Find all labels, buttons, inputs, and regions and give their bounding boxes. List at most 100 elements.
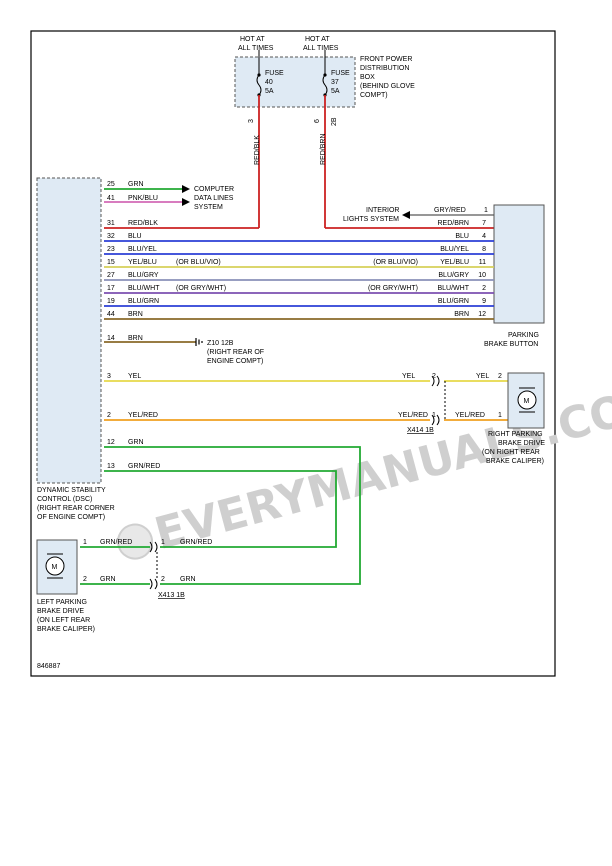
ground-label-3: ENGINE COMPT) [207,358,263,365]
bus-wire-left-pin: 31 [107,220,115,227]
fuse40-icon [256,74,262,96]
bus-wire-left-pin: 15 [107,259,115,266]
fuse37-rating: 5A [331,88,340,95]
right-motor-icon [517,390,537,410]
ground-color: BRN [128,335,143,342]
bus-wire-alt-right: (OR BLU/VIO) [373,259,418,266]
fuse40-pin: 3 [248,119,255,123]
connector-x414: X414 1B [407,427,434,434]
computer-pin-25: 25 [107,181,115,188]
bus-wire-right-pin: 8 [482,246,486,253]
fuse40-rating: 5A [265,88,274,95]
right-drive-label-1: RIGHT PARKING [488,431,543,438]
fuse37-connector: 2B [331,117,338,126]
connector-x413-icon [149,541,158,590]
fuse37-icon [322,74,328,96]
fuse37-number: 37 [331,79,339,86]
yel-conn-pin: 2 [432,373,436,380]
bus-wire-left-pin: 44 [107,311,115,318]
bus-wire-right-pin: 10 [478,272,486,279]
yelred-color: YEL/RED [128,412,158,419]
bus-wire-alt-right: (OR GRY/WHT) [368,285,418,292]
computer-color-grn: GRN [128,181,144,188]
dsc-label-2: CONTROL (DSC) [37,496,92,503]
left-drive-label-3: (ON LEFT REAR [37,617,90,624]
fuse-box-label-3: BOX [360,74,375,81]
left-w2-conn-pin: 2 [161,576,165,583]
dsc-label-3: (RIGHT REAR CORNER [37,505,115,512]
bus-wire-left-color: BLU/GRN [128,298,159,305]
bus-wire-right-pin: 4 [482,233,486,240]
fuse40-hot-line2: ALL TIMES [238,45,274,52]
yelred-drive-color: YEL/RED [455,412,485,419]
bus-wire-left-color: BLU/GRY [128,272,159,279]
bus-wire-left-pin: 32 [107,233,115,240]
left-motor-icon [45,556,65,576]
fuse40-dot-top [257,73,261,77]
yelred-conn-pin: 1 [432,412,436,419]
yel-color-right: YEL [402,373,415,380]
left-w1-conn-pin: 1 [161,539,165,546]
dsc-module [36,177,102,484]
ground-label-2: (RIGHT REAR OF [207,349,264,356]
left-drive-label-4: BRAKE CALIPER) [37,626,95,633]
fuse40-number: 40 [265,79,273,86]
fuse-box-label-5: COMPT) [360,92,388,99]
bus-wire-right-color: BLU [455,233,469,240]
bus-wire-left-color: RED/BLK [128,220,158,227]
yelred-drive-pin: 1 [498,412,502,419]
left-motor-label: M [52,564,58,571]
bus-wire-left-pin: 23 [107,246,115,253]
bus-wire-left-pin: 17 [107,285,115,292]
interior-wire-pin: 1 [484,207,488,214]
grn-pin: 12 [107,439,115,446]
figure-id: 846887 [37,663,60,670]
yelred-pin: 2 [107,412,111,419]
diagram-frame [30,30,556,677]
interior-label-2: LIGHTS SYSTEM [343,216,399,223]
interior-label-1: INTERIOR [366,207,399,214]
bus-wire-left-color: BLU/WHT [128,285,160,292]
parking-brake-button [493,204,545,324]
connector-x413: X413 1B [158,592,185,599]
fuse37-hot-line2: ALL TIMES [303,45,339,52]
front-power-distribution-box: HOT AT ALL TIMES HOT AT ALL TIMES FUSE 4… [234,36,415,108]
watermark-logo-icon [117,523,154,560]
grn-wire [104,446,361,585]
bus-wire-right-color: BLU/GRN [438,298,469,305]
bus-wire-right-color: BRN [454,311,469,318]
connector-x414-icon [431,375,446,426]
bus-wire-left-pin: 27 [107,272,115,279]
yel-pin: 3 [107,373,111,380]
bus-wire-left-pin: 19 [107,298,115,305]
left-w2-pin: 2 [83,576,87,583]
bus-wire-right-pin: 12 [478,311,486,318]
fuse-box-label-2: DISTRIBUTION [360,65,409,72]
bus-wire-left-color: BLU [128,233,142,240]
fuse40-label: FUSE [265,70,284,77]
bus-wire-right-pin: 11 [479,259,486,266]
fuse37-dot-top [323,73,327,77]
grnred-wire [104,470,337,548]
button-label-2: BRAKE BUTTON [484,341,538,348]
ground-icon [195,338,203,346]
left-drive-label-1: LEFT PARKING [37,599,87,606]
arrow-right-icon [182,198,190,206]
arrow-right-icon [182,185,190,193]
left-w1-pin: 1 [83,539,87,546]
fuse37-pin: 6 [314,119,321,123]
bus-wire-alt-left: (OR BLU/VIO) [176,259,221,266]
fuse-box-label-4: (BEHIND GLOVE [360,83,415,90]
right-drive-label-3: (ON RIGHT REAR [482,449,540,456]
left-w1-color: GRN/RED [100,539,132,546]
grnred-color: GRN/RED [128,463,160,470]
left-drive-label-2: BRAKE DRIVE [37,608,84,615]
fuse-box-label-1: FRONT POWER [360,56,412,63]
fuse40-hot-line1: HOT AT [240,36,265,43]
fuse37-wire-color: RED/BRN [320,133,327,165]
grnred-pin: 13 [107,463,115,470]
computer-label-1: COMPUTER [194,186,234,193]
fuse37-label: FUSE [331,70,350,77]
